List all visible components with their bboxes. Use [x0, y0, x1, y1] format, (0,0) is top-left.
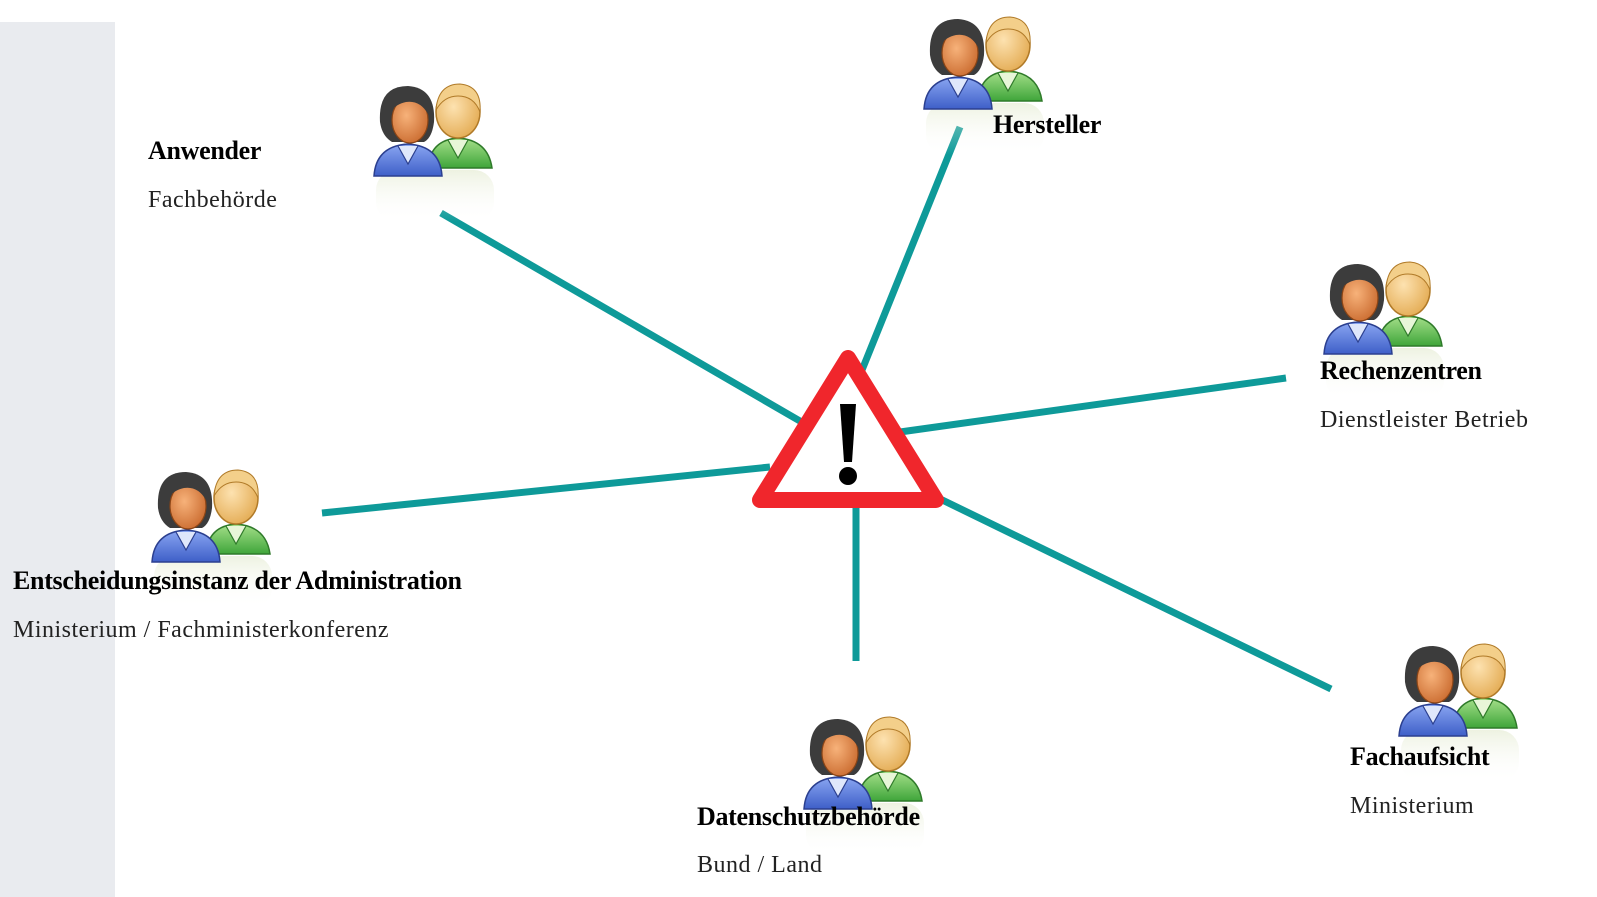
stakeholder-subtitle-fachaufsicht: Ministerium [1350, 793, 1475, 819]
connector-entscheidung [321, 463, 771, 517]
connector-fachaufsicht [928, 490, 1333, 693]
stakeholder-subtitle-anwender: Fachbehörde [148, 187, 278, 213]
stakeholder-title-datenschutz: Datenschutzbehörde [697, 802, 920, 831]
stakeholder-title-rechenzentren: Rechenzentren [1320, 356, 1482, 385]
stakeholder-title-anwender: Anwender [148, 136, 262, 165]
connector-rechenzentren [899, 374, 1287, 436]
connector-hersteller [856, 125, 964, 377]
connector-anwender [439, 209, 814, 432]
stakeholder-subtitle-rechenzentren: Dienstleister Betrieb [1320, 407, 1529, 433]
stakeholder-title-hersteller: Hersteller [993, 110, 1102, 139]
side-panel [0, 22, 115, 897]
stakeholder-title-fachaufsicht: Fachaufsicht [1350, 742, 1490, 771]
warning-triangle-icon [752, 350, 944, 508]
people-group-icon [803, 716, 925, 855]
stakeholder-subtitle-datenschutz: Bund / Land [697, 852, 823, 878]
stakeholder-title-entscheidung: Entscheidungsinstanz der Administration [13, 566, 462, 595]
people-group-icon [373, 83, 495, 222]
stakeholder-subtitle-entscheidung: Ministerium / Fachministerkonferenz [13, 617, 390, 643]
